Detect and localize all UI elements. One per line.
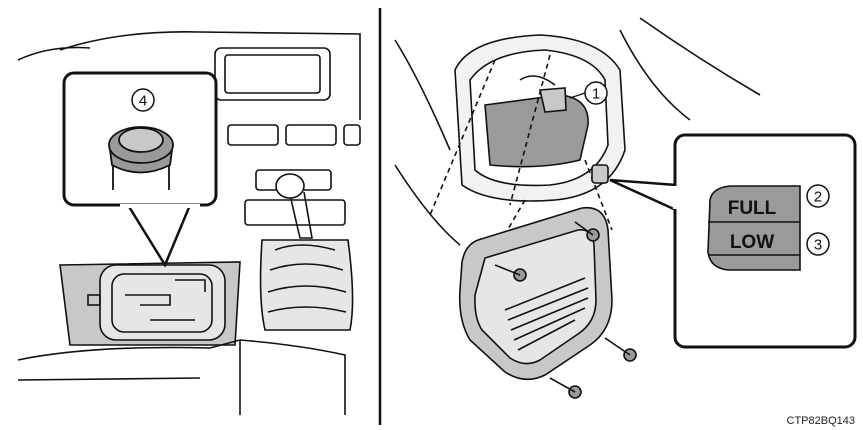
callout-3-label: 3	[814, 237, 822, 254]
callout-2-label: 2	[814, 189, 822, 206]
callout-4-label: 4	[139, 93, 147, 110]
full-mark-label: FULL	[728, 198, 777, 219]
low-mark-label: LOW	[730, 232, 774, 253]
level-callout: FULL LOW 2 3	[610, 135, 855, 347]
cap-callout: 4	[64, 73, 216, 265]
figure-code: CTP82BQ143	[787, 415, 855, 427]
callout-1-label: 1	[592, 86, 600, 103]
